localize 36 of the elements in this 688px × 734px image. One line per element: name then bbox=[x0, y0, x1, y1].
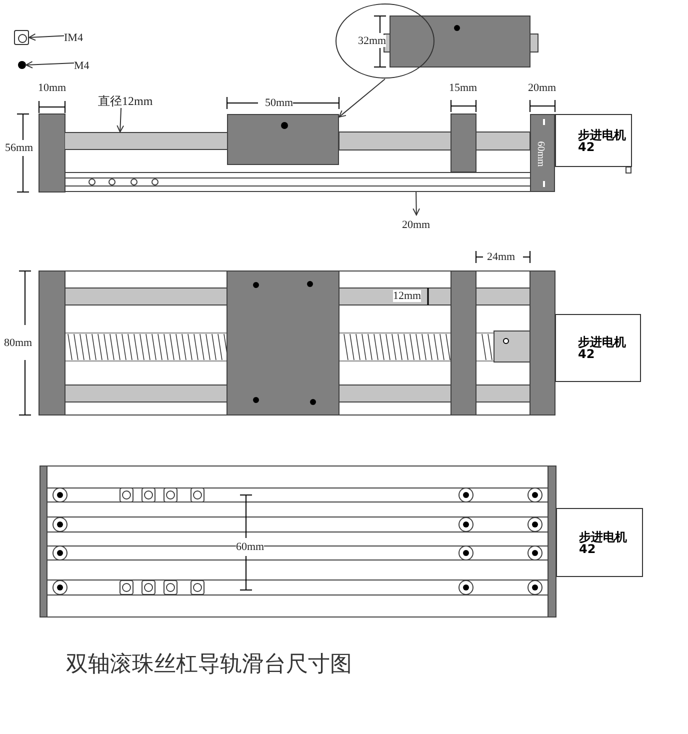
dimension-label: 60mm bbox=[534, 141, 546, 167]
stepper-motor-box bbox=[555, 114, 632, 167]
mounting-hole-icon bbox=[18, 61, 26, 69]
callout-label: 直径12mm bbox=[98, 94, 153, 108]
callout-label: IM4 bbox=[64, 32, 83, 44]
callout-label: 20mm bbox=[402, 219, 430, 231]
leader-arrow bbox=[28, 34, 64, 41]
base-rail bbox=[65, 172, 530, 192]
guide-rod bbox=[65, 132, 227, 150]
diagram-caption: 双轴滚珠丝杠导轨滑台尺寸图 bbox=[66, 652, 352, 678]
motor-name: 步进电机 bbox=[579, 530, 627, 542]
dimension-label: 56mm bbox=[5, 142, 34, 154]
dimension-label: 15mm bbox=[449, 82, 478, 94]
leader-arrow bbox=[338, 78, 386, 118]
motor-model: 42 bbox=[578, 140, 595, 152]
dimension-label: 60mm bbox=[236, 541, 264, 553]
dimension-label: 12mm bbox=[393, 290, 422, 302]
motor-name: 步进电机 bbox=[578, 336, 626, 348]
motor-model: 42 bbox=[579, 542, 596, 554]
dimension-label: 50mm bbox=[265, 97, 294, 109]
motor-name: 步进电机 bbox=[578, 128, 626, 140]
end-block bbox=[530, 114, 555, 192]
dimension-label: 24mm bbox=[487, 251, 516, 263]
dimension-label: 20mm bbox=[528, 82, 556, 94]
stepper-motor-box bbox=[555, 314, 641, 382]
dimension-label: 80mm bbox=[4, 337, 32, 349]
leader-arrow bbox=[116, 108, 124, 132]
leader-arrow bbox=[26, 61, 74, 68]
bolt-hole-icon bbox=[14, 30, 29, 45]
motor-model: 42 bbox=[578, 348, 595, 360]
slide-carriage bbox=[227, 114, 339, 165]
dimension-label: 10mm bbox=[38, 82, 66, 94]
dimension-label: 32mm bbox=[358, 35, 386, 47]
leader-arrow bbox=[412, 192, 420, 216]
callout-label: M4 bbox=[74, 60, 90, 72]
stepper-motor-box bbox=[556, 508, 643, 577]
